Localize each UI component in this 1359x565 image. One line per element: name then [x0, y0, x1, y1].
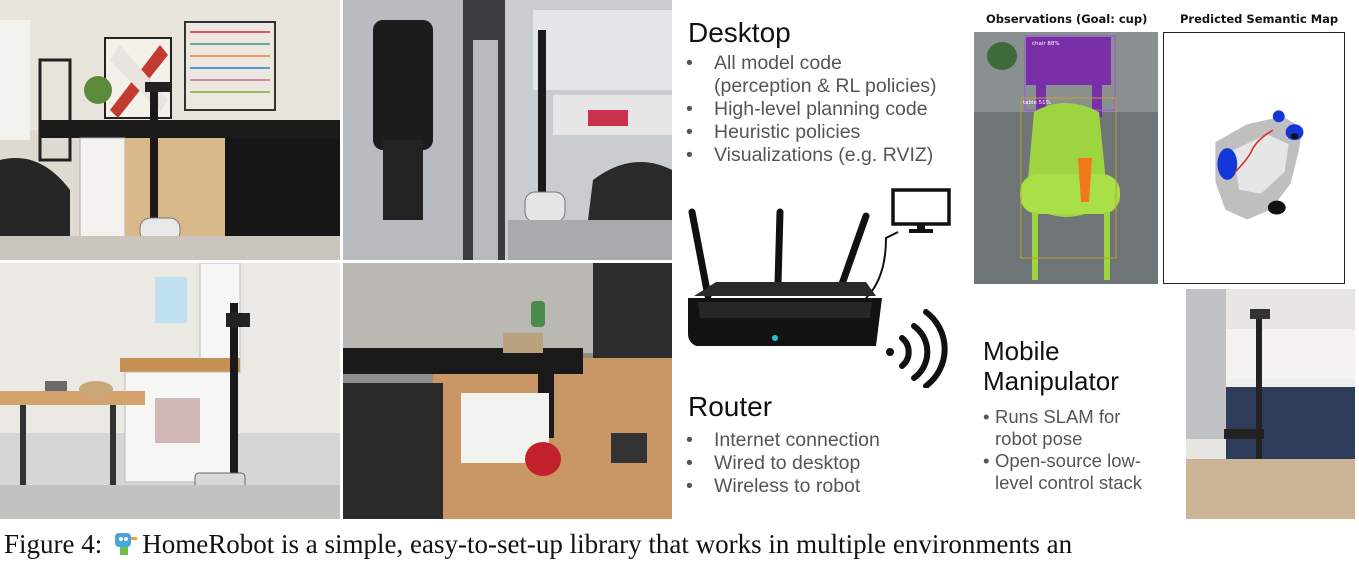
figure-caption: Figure 4: HomeRobot is a simple, easy-to… — [4, 524, 1359, 564]
list-item: Wired to desktop — [684, 452, 944, 475]
list-item: Visualizations (e.g. RVIZ) — [684, 144, 974, 167]
monitor-icon — [891, 188, 951, 233]
router-icon — [688, 208, 899, 346]
photo-desk-grasp — [343, 263, 672, 519]
photo-kitchen-sink — [0, 263, 340, 519]
list-item: Internet connection — [684, 429, 944, 452]
list-item: Open-source low-level control stack — [983, 450, 1183, 494]
observation-frame: chair 88% table 51% — [974, 32, 1158, 284]
list-item: Wireless to robot — [684, 475, 944, 498]
caption-prefix: Figure 4: — [4, 529, 103, 559]
list-item: All model code(perception & RL policies) — [684, 52, 974, 98]
list-item: High-level planning code — [684, 98, 974, 121]
semantic-map-title: Predicted Semantic Map — [1180, 12, 1339, 26]
observations-title: Observations (Goal: cup) — [986, 12, 1148, 26]
table-detection-label: table 51% — [1023, 100, 1051, 106]
desktop-list: All model code(perception & RL policies)… — [684, 52, 974, 167]
photo-office-kitchen — [0, 0, 340, 260]
chair-detection-label: chair 88% — [1032, 41, 1060, 47]
desktop-heading: Desktop — [688, 17, 791, 48]
list-item: Heuristic policies — [684, 121, 974, 144]
wifi-signal-icon — [886, 309, 948, 388]
photo-lab-hallway — [343, 0, 672, 260]
router-heading: Router — [688, 391, 773, 422]
router-list: Internet connection Wired to desktop Wir… — [684, 429, 944, 498]
homerobot-logo-icon — [115, 533, 138, 555]
caption-text: HomeRobot is a simple, easy-to-set-up li… — [142, 529, 1073, 559]
photo-home-kitchen — [1186, 289, 1355, 519]
mobile-manipulator-heading: Mobile Manipulator — [983, 336, 1119, 396]
semantic-map-frame — [1163, 32, 1345, 284]
